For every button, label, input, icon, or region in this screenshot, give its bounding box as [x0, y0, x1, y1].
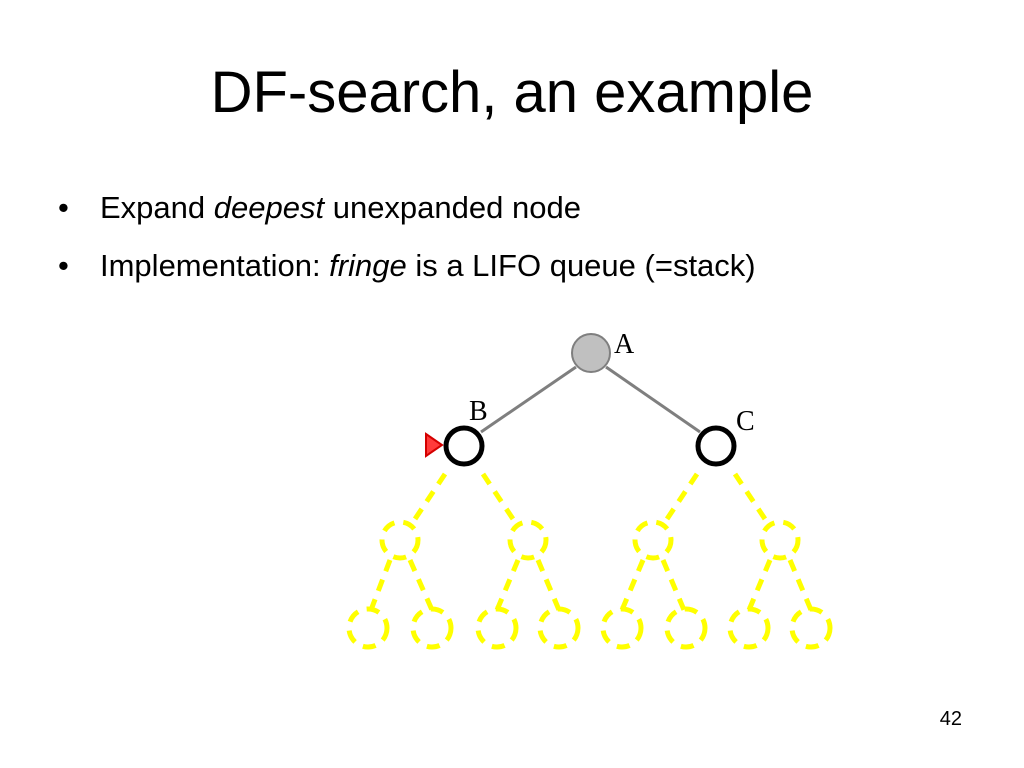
- page-number: 42: [939, 708, 962, 730]
- bullet-list: • Expand deepest unexpanded node • Impleme…: [58, 190, 988, 306]
- edge-a-c: [605, 365, 701, 434]
- bullet-marker: •: [58, 190, 69, 225]
- bullet-text-before: Implementation:: [100, 248, 330, 283]
- triangle-right-icon: [425, 432, 444, 458]
- node-b: [443, 425, 485, 467]
- bullet-item: • Expand deepest unexpanded node: [58, 190, 988, 226]
- node-label-c: C: [736, 406, 755, 437]
- node-a: [571, 333, 611, 373]
- bullet-text-after: is a LIFO queue (=stack): [406, 248, 756, 283]
- node-label-b: B: [469, 396, 488, 427]
- bullet-text-after: unexpanded node: [324, 190, 581, 225]
- unexplored-edges: [368, 472, 814, 612]
- bullet-text-before: Expand: [100, 190, 214, 225]
- bullet-emphasis: fringe: [329, 248, 407, 283]
- bullet-marker: •: [58, 248, 69, 283]
- node-label-a: A: [614, 329, 635, 360]
- bullet-emphasis: deepest: [213, 190, 325, 225]
- bullet-item: • Implementation: fringe is a LIFO queue …: [58, 248, 988, 284]
- slide-title: DF-search, an example: [210, 60, 814, 125]
- unexplored-nodes: [346, 519, 833, 650]
- edge-a-b: [480, 365, 577, 434]
- node-c: [695, 425, 737, 467]
